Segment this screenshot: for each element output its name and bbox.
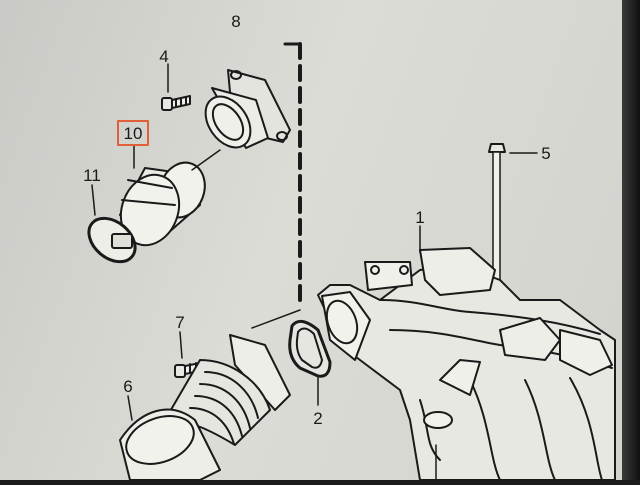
callout-6: 6 (123, 377, 132, 396)
part-1-intake-manifold (317, 225, 616, 481)
part-4-bolt (161, 63, 191, 111)
part-11-hose-clamp (87, 184, 137, 264)
monitor-bezel (622, 0, 640, 480)
exploded-parts-diagram: 8 4 10 11 5 1 7 6 2 (83, 12, 616, 481)
callout-10: 10 (124, 124, 143, 143)
callout-1: 1 (415, 208, 424, 227)
callout-5: 5 (541, 144, 550, 163)
callout-4: 4 (159, 47, 168, 66)
callout-8: 8 (231, 12, 240, 31)
callout-7: 7 (175, 313, 184, 332)
part-6-throttle-elbow (119, 334, 291, 481)
part-8-adapter-flange (204, 69, 291, 149)
callout-11: 11 (83, 166, 101, 185)
callout-10-highlight-box (117, 120, 149, 146)
callout-labels: 8 4 10 11 5 1 7 6 2 (83, 12, 551, 428)
part-2-gasket (288, 319, 332, 406)
callout-2: 2 (313, 409, 322, 428)
part-10-coupling-sleeve (119, 145, 221, 247)
diagram-screen: 8 4 10 11 5 1 7 6 2 (0, 0, 622, 481)
